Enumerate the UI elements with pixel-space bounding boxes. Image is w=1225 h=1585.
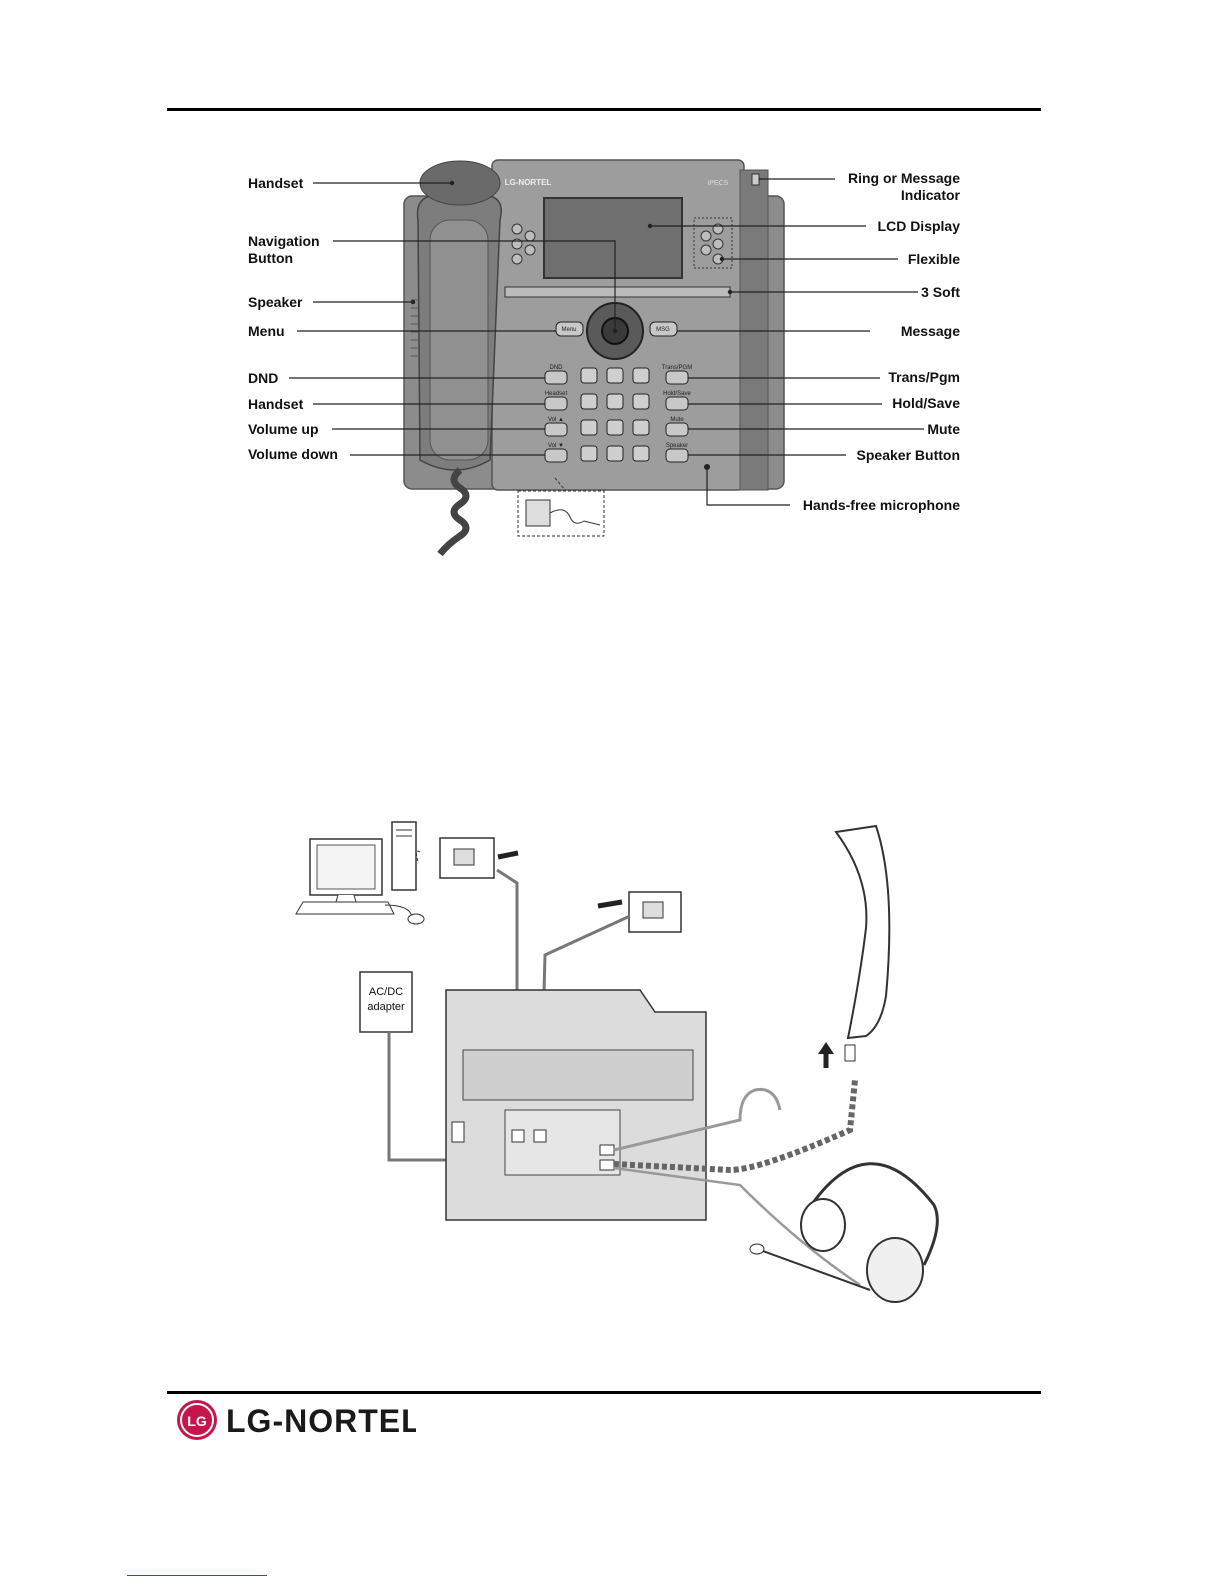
label-volume-up: Volume up	[248, 421, 319, 437]
jack-pointer	[554, 477, 566, 491]
jack-cable	[549, 509, 601, 526]
footer-wordmark: LG-NORTEL	[226, 1403, 416, 1439]
lg-logo-icon	[177, 1400, 217, 1440]
jack-port	[525, 499, 551, 527]
trans-pgm-key-label: Trans/PGM	[662, 365, 692, 371]
installation-diagram: AC/DC adapter	[295, 821, 939, 1303]
hands-free-microphone	[704, 464, 710, 470]
top-rule	[167, 108, 1041, 111]
monitor-screen	[316, 844, 376, 890]
bottom-rule	[167, 1391, 1041, 1394]
label-speaker-button: Speaker Button	[856, 447, 960, 463]
adapter-line-1: AC/DC	[369, 986, 403, 998]
headset-mic-boom	[759, 1249, 871, 1291]
phone-brand: LG-NORTEL	[505, 178, 552, 187]
adapter-line-2: adapter	[367, 1001, 405, 1013]
handset-cable	[613, 1087, 782, 1152]
label-3-soft: 3 Soft	[921, 284, 960, 300]
label-handset: Handset	[248, 175, 304, 191]
volume-up-key-label: Vol ▲	[548, 417, 564, 423]
label-mute: Mute	[927, 421, 960, 437]
headset-ear-left	[800, 1198, 846, 1252]
lg-nortel-logo: LG LG-NORTEL	[177, 1400, 416, 1440]
label-trans-pgm: Trans/Pgm	[888, 369, 960, 385]
label-ring-indicator: Ring or Message Indicator	[847, 170, 960, 203]
menu-key[interactable]	[555, 321, 584, 337]
base-slot	[451, 1121, 465, 1143]
right-leader-lines	[650, 178, 924, 506]
port-pc	[511, 1129, 525, 1143]
lifted-handset	[834, 824, 891, 1040]
speaker-grille	[411, 299, 418, 357]
label-flexible: Flexible	[907, 251, 960, 267]
dnd-key-label: DND	[550, 365, 564, 371]
hold-save-key-label: Hold/Save	[663, 391, 691, 397]
phone-base-bottom	[445, 989, 707, 1221]
headset-key-label: Headset	[545, 391, 568, 397]
msg-key[interactable]	[649, 321, 678, 337]
ac-dc-adapter	[359, 971, 413, 1033]
msg-key-label: MSG	[656, 327, 670, 333]
headset-mic	[749, 1243, 765, 1255]
label-message: Message	[900, 323, 960, 339]
label-dnd: DND	[248, 370, 279, 386]
phone-front-diagram: LG-NORTEL iPECS Menu MSG DND Headset Vol…	[289, 159, 924, 557]
mute-key-label: Mute	[670, 417, 684, 423]
leader-dots	[410, 180, 733, 334]
label-lcd-display: LCD Display	[877, 218, 960, 234]
plug-arrow-2	[597, 899, 623, 909]
label-volume-down: Volume down	[248, 446, 338, 462]
lcd-display	[543, 197, 683, 279]
port-handset	[599, 1144, 615, 1156]
pc-link-curve	[415, 850, 421, 863]
volume-down-key-label: Vol ▼	[548, 443, 564, 449]
phone-model: iPECS	[708, 180, 729, 187]
lg-glyph: LG	[187, 1413, 207, 1429]
port-lan	[533, 1129, 547, 1143]
phone-side-panel	[739, 169, 769, 491]
port-headset	[599, 1159, 615, 1171]
pc-tower-icon	[391, 821, 417, 891]
coiled-cord	[613, 1079, 858, 1174]
base-recess	[462, 1049, 694, 1101]
bottom-link-underline	[127, 1575, 267, 1576]
network-port	[642, 901, 664, 919]
headset-ear-right	[866, 1237, 924, 1303]
dial-pad[interactable]	[580, 367, 650, 462]
handset-plug	[844, 1044, 856, 1062]
label-hands-free-microphone: Hands-free microphone	[802, 497, 960, 513]
headset-band	[806, 1162, 939, 1266]
mouse-icon	[407, 913, 425, 925]
plug-arrow-1	[497, 850, 519, 860]
label-handset-key: Handset	[248, 396, 304, 412]
lan-port	[453, 848, 475, 866]
label-navigation-button: Navigation Button	[248, 233, 320, 266]
label-speaker: Speaker	[248, 294, 303, 310]
menu-key-label: Menu	[561, 327, 576, 333]
keyboard-icon	[295, 901, 395, 915]
headset-cable	[613, 1166, 861, 1287]
monitor-stand	[335, 894, 357, 903]
handset-grip	[429, 219, 489, 461]
handset-cord	[437, 467, 470, 557]
label-menu: Menu	[248, 323, 285, 339]
left-leader-lines	[289, 182, 616, 456]
speaker-key-label: Speaker	[666, 443, 688, 449]
label-hold-save: Hold/Save	[892, 395, 960, 411]
